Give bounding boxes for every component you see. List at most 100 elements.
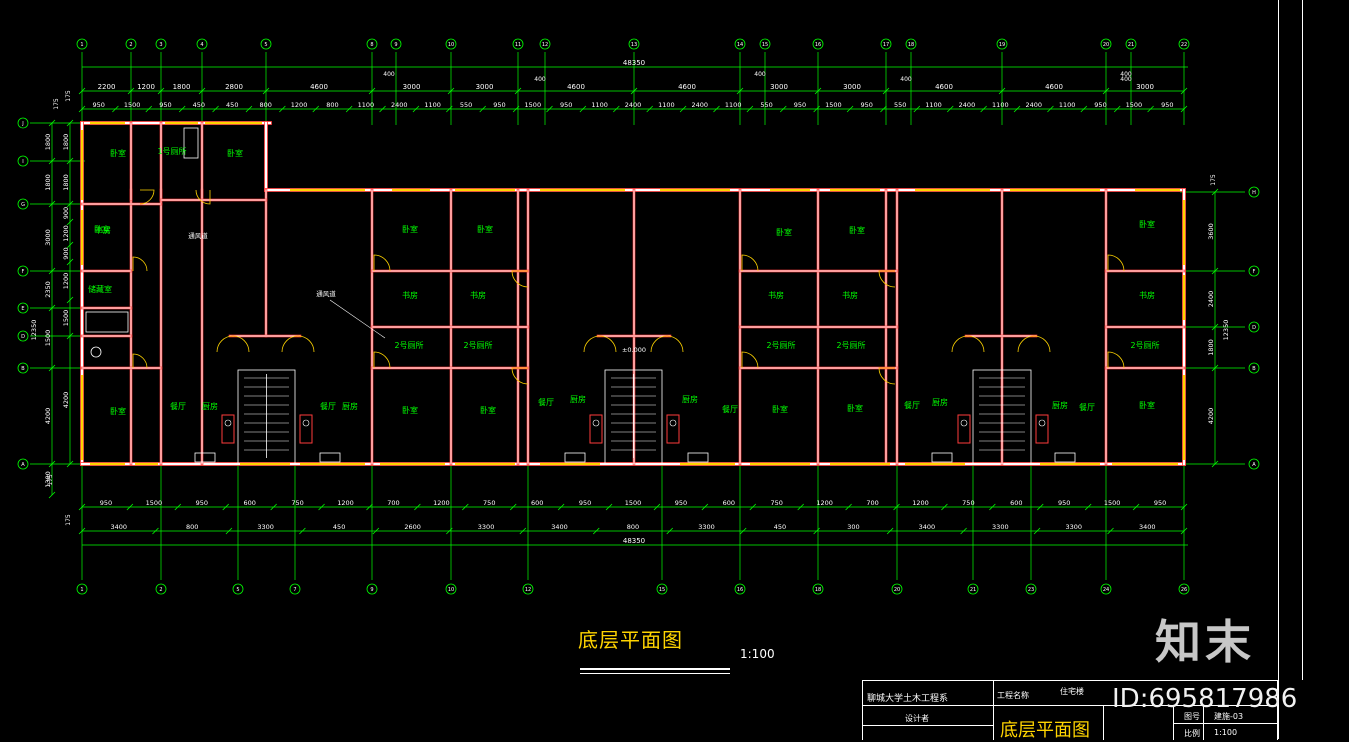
- sheet-border-right-outer: [1302, 0, 1303, 680]
- dim-bottom-row2-label: 3300: [992, 523, 1009, 531]
- axis-bubble-top-label: 17: [883, 42, 889, 48]
- dim-top-row2-label: 950: [493, 101, 505, 109]
- dim-bottom-row1-label: 1500: [1104, 499, 1121, 507]
- axis-bubble-bottom: [289, 583, 301, 595]
- axis-bubble-top-label: 4: [200, 42, 203, 48]
- dim-top-row2-label: 2400: [959, 101, 976, 109]
- dim-top-row2-label: 550: [760, 101, 772, 109]
- dim-top-row2-label: 2400: [1025, 101, 1042, 109]
- title-block-sheet-no-label: 图号: [1184, 712, 1200, 721]
- door-swing: [878, 270, 896, 288]
- dim-left-outer-tick: [48, 119, 56, 127]
- dim-bottom-row2-tick: [739, 527, 747, 535]
- axis-bubble-bottom-label: 12: [525, 587, 531, 593]
- axis-bubble-bottom-label: 2: [159, 587, 162, 593]
- dim-top-row2-tick: [512, 105, 520, 113]
- dim-bottom-row1-label: 600: [1010, 499, 1022, 507]
- watermark-id: ID:695817986: [1112, 684, 1298, 714]
- drawing-scale: 1:100: [740, 647, 775, 661]
- dim-top-row2-label: 1100: [424, 101, 441, 109]
- sink: [194, 452, 216, 463]
- dim-top-row2-tick: [1113, 105, 1121, 113]
- kitchen-counter: [299, 414, 313, 444]
- room-label: 储藏室: [88, 284, 112, 294]
- dim-top-small-label: 400: [534, 76, 546, 83]
- dim-top-row1-tick: [78, 87, 86, 95]
- wall-segment: [738, 269, 899, 273]
- axis-bubble-left: [17, 458, 29, 470]
- dim-right-tick: [1211, 188, 1219, 196]
- room-label: 书房: [842, 290, 858, 300]
- dim-top-row2-tick: [746, 105, 754, 113]
- axis-bubble-bottom: [891, 583, 903, 595]
- dim-bottom-row1-label: 1200: [816, 499, 833, 507]
- dim-top-row2-label: 950: [861, 101, 873, 109]
- dim-left-inner-tick: [66, 460, 74, 468]
- dim-left-outer-tick: [48, 157, 56, 165]
- axis-bubble-left: [17, 302, 29, 314]
- dim-small-label: 175: [65, 514, 72, 526]
- dim-right-label: 2400: [1207, 291, 1215, 308]
- room-label: 餐厅: [538, 398, 554, 407]
- dim-bottom-row1-label: 950: [675, 499, 687, 507]
- dim-top-row2-label: 1100: [591, 101, 608, 109]
- axis-bubble-top-label: 20: [1103, 42, 1109, 48]
- dim-top-row2-tick: [312, 105, 320, 113]
- axis-bubble-bottom: [76, 583, 88, 595]
- axis-bubble-bottom: [155, 583, 167, 595]
- dim-bottom-row1-label: 1200: [337, 499, 354, 507]
- axis-bubble-right-label: F: [1253, 269, 1256, 275]
- dim-bottom-row2-label: 450: [333, 523, 345, 531]
- dim-bottom-row1-label: 750: [291, 499, 303, 507]
- axis-bubble-top-label: 16: [815, 42, 821, 48]
- axis-bubble-top-label: 12: [542, 42, 548, 48]
- dim-top-row1-tick: [447, 87, 455, 95]
- dim-bottom-row2-label: 2600: [404, 523, 421, 531]
- axis-bubble-bottom-label: 1: [80, 587, 83, 593]
- axis-bubble-top-label: 21: [1128, 42, 1134, 48]
- dim-bottom-row1-label: 950: [100, 499, 112, 507]
- axis-bubble-top-label: 3: [159, 42, 162, 48]
- dim-bottom-row1-label: 750: [771, 499, 783, 507]
- dim-bottom-row2-label: 3400: [551, 523, 568, 531]
- axis-bubble-top-label: 13: [631, 42, 637, 48]
- dim-top-row1-label: 1800: [173, 83, 191, 91]
- entry-door-swing: [281, 335, 315, 353]
- dim-top-row2-label: 1100: [358, 101, 375, 109]
- dim-top-row2-tick: [679, 105, 687, 113]
- room-label: 2号厕所: [463, 340, 492, 350]
- dim-bottom-row1-tick: [749, 503, 757, 511]
- dim-top-row2-tick: [613, 105, 620, 113]
- dim-top-row2-label: 950: [159, 101, 171, 109]
- stove-burner: [302, 419, 310, 427]
- room-label: 餐厅: [722, 405, 738, 414]
- dim-right-tick: [1211, 364, 1219, 372]
- wall-segment: [80, 269, 133, 273]
- axis-bubble-top-label: 2: [129, 42, 132, 48]
- door-swing: [132, 353, 148, 369]
- axis-bubble-top: [260, 38, 272, 50]
- entry-door-swing: [650, 335, 684, 353]
- axis-bubble-left: [17, 198, 29, 210]
- dim-bottom-row1-label: 950: [579, 499, 591, 507]
- axis-bubble-bottom-label: 21: [970, 587, 976, 593]
- axis-bubble-top: [1125, 38, 1137, 50]
- room-label: 卧室: [110, 148, 126, 158]
- axis-bubble-top-label: 10: [448, 42, 454, 48]
- title-block: [862, 680, 1278, 740]
- axis-bubble-left: [17, 330, 29, 342]
- axis-bubble-left-label: A: [21, 462, 25, 468]
- room-label: 卧室: [480, 405, 496, 415]
- annotation-label: 通风道: [316, 289, 336, 298]
- title-block-project-label: 工程名称: [997, 691, 1029, 700]
- wall-segment: [264, 188, 268, 338]
- axis-bubble-top: [759, 38, 771, 50]
- dim-bottom-row2-label: 3300: [257, 523, 274, 531]
- dim-bottom-row2-tick: [666, 527, 674, 535]
- title-block-sheet-no: 建施-03: [1214, 712, 1244, 721]
- door-swing: [1107, 254, 1125, 272]
- axis-bubble-top: [996, 38, 1008, 50]
- dim-bottom-row1-tick: [653, 503, 661, 511]
- axis-bubble-left-label: G: [21, 202, 25, 208]
- dim-left-outer-label: 3000: [44, 229, 52, 246]
